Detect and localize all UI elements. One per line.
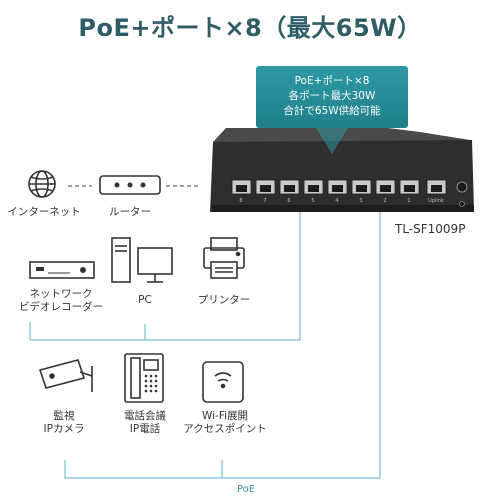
nvr-icon [29,261,95,279]
internet-label: インターネット [7,206,81,218]
poe-link-lines [29,196,381,479]
security-camera-icon [38,359,93,392]
port-number: 2 [383,198,386,204]
ap-label-line2: アクセスポイント [183,423,267,435]
globe-icon [28,170,56,198]
pc-icon [111,237,173,283]
port-number: 7 [263,198,266,204]
port-number: 8 [239,198,242,204]
poe-spec-callout: PoE+ポート×8 各ポート最大30W 合計で65W供給可能 [256,66,408,154]
printer-icon [203,237,245,279]
port-number: 4 [335,198,338,204]
phone-label: 電話会議 IP電話 [110,410,180,436]
nvr-label-line1: ネットワーク [29,288,93,300]
port-number: 3 [359,198,362,204]
uplink-label: Uplink [428,198,444,204]
port-number: 6 [287,198,290,204]
printer-label: プリンター [197,294,251,306]
poe-switch: 8 7 6 5 4 3 2 1 Uplink [210,128,474,212]
phone-label-line1: 電話会議 [124,410,166,422]
camera-label: 監視 IPカメラ [24,410,104,436]
callout-line: 各ポート最大30W [288,90,376,102]
nvr-label: ネットワーク ビデオレコーダー [0,288,122,314]
phone-label-line2: IP電話 [129,423,161,435]
power-jack [456,181,468,193]
port-sockets [236,185,442,192]
ap-label-line1: Wi-Fi展開 [201,410,249,422]
pc-label: PC [138,294,152,306]
ip-phone-icon [124,353,164,403]
poe-label: PoE [236,484,256,495]
page-title: PoE+ポート×8（最大65W） [78,14,422,42]
nvr-label-line2: ビデオレコーダー [19,301,103,313]
model-label: TL-SF1009P [395,222,466,236]
ap-label: Wi-Fi展開 アクセスポイント [178,410,272,436]
camera-label-line1: 監視 [53,410,75,422]
router-label: ルーター [109,206,151,218]
router-icon [99,175,161,195]
access-point-icon [202,361,244,403]
port-number: 5 [311,198,314,204]
callout-line: 合計で65W供給可能 [283,105,381,117]
callout-line: PoE+ポート×8 [294,75,370,87]
camera-label-line2: IPカメラ [43,423,85,435]
port-number: 1 [407,198,410,204]
group1-link [29,196,301,341]
